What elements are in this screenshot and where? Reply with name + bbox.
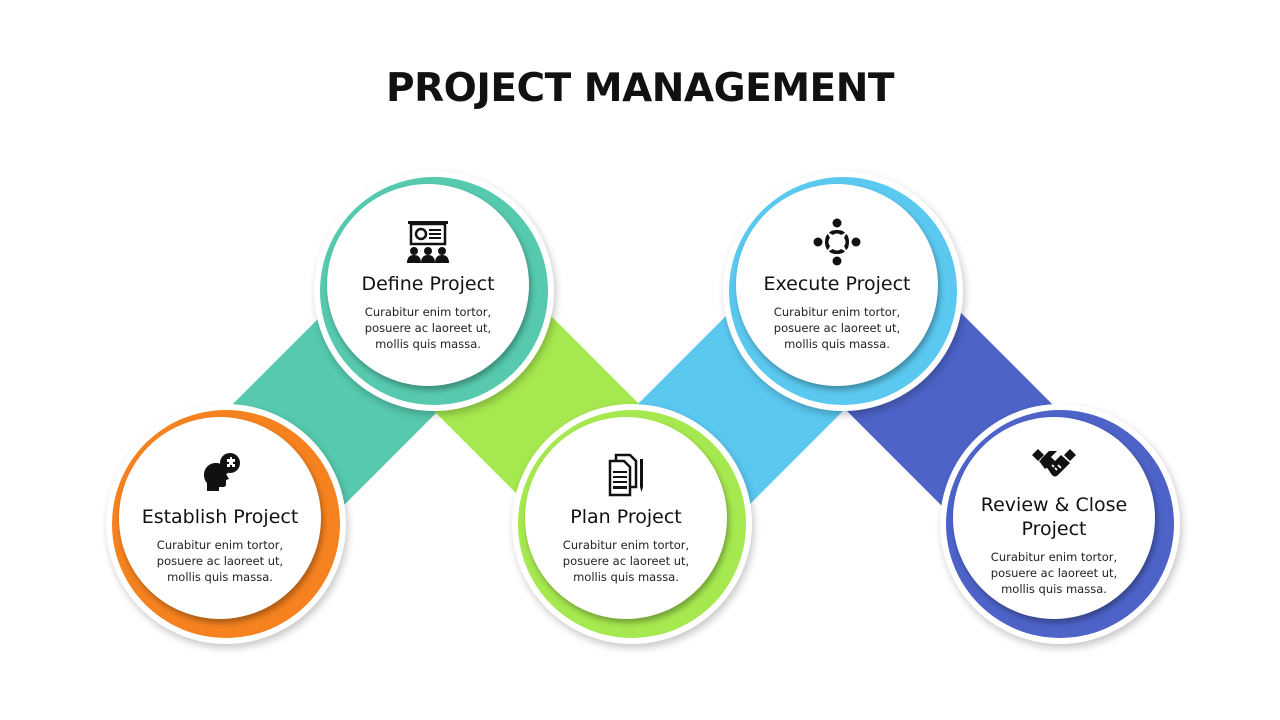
handshake-icon <box>1030 439 1078 487</box>
step-title: Plan Project <box>570 506 682 528</box>
step-define-project: Define Project Curabitur enim tortor, po… <box>314 171 554 411</box>
step-content: Review & Close Project Curabitur enim to… <box>953 417 1155 619</box>
page-title: PROJECT MANAGEMENT <box>386 66 894 111</box>
step-description: Curabitur enim tortor, posuere ac laoree… <box>562 538 690 584</box>
step-description: Curabitur enim tortor, posuere ac laoree… <box>364 305 492 351</box>
step-content: Plan Project Curabitur enim tortor, posu… <box>525 417 727 619</box>
step-execute-project: Execute Project Curabitur enim tortor, p… <box>723 171 963 411</box>
head-puzzle-icon <box>196 451 244 499</box>
step-establish-project: Establish Project Curabitur enim tortor,… <box>106 404 346 644</box>
step-title: Execute Project <box>763 273 911 295</box>
step-description: Curabitur enim tortor, posuere ac laoree… <box>990 550 1118 596</box>
step-content: Establish Project Curabitur enim tortor,… <box>119 417 321 619</box>
step-title: Define Project <box>361 273 495 295</box>
step-content: Define Project Curabitur enim tortor, po… <box>327 184 529 386</box>
team-circle-icon <box>813 218 861 266</box>
step-content: Execute Project Curabitur enim tortor, p… <box>736 184 938 386</box>
step-description: Curabitur enim tortor, posuere ac laoree… <box>773 305 901 351</box>
step-title: Review & Close Project <box>980 494 1128 540</box>
documents-pen-icon <box>602 451 650 499</box>
presentation-audience-icon <box>404 218 452 266</box>
step-review-close-project: Review & Close Project Curabitur enim to… <box>940 404 1180 644</box>
step-title: Establish Project <box>141 506 299 528</box>
step-plan-project: Plan Project Curabitur enim tortor, posu… <box>512 404 752 644</box>
step-description: Curabitur enim tortor, posuere ac laoree… <box>156 538 284 584</box>
